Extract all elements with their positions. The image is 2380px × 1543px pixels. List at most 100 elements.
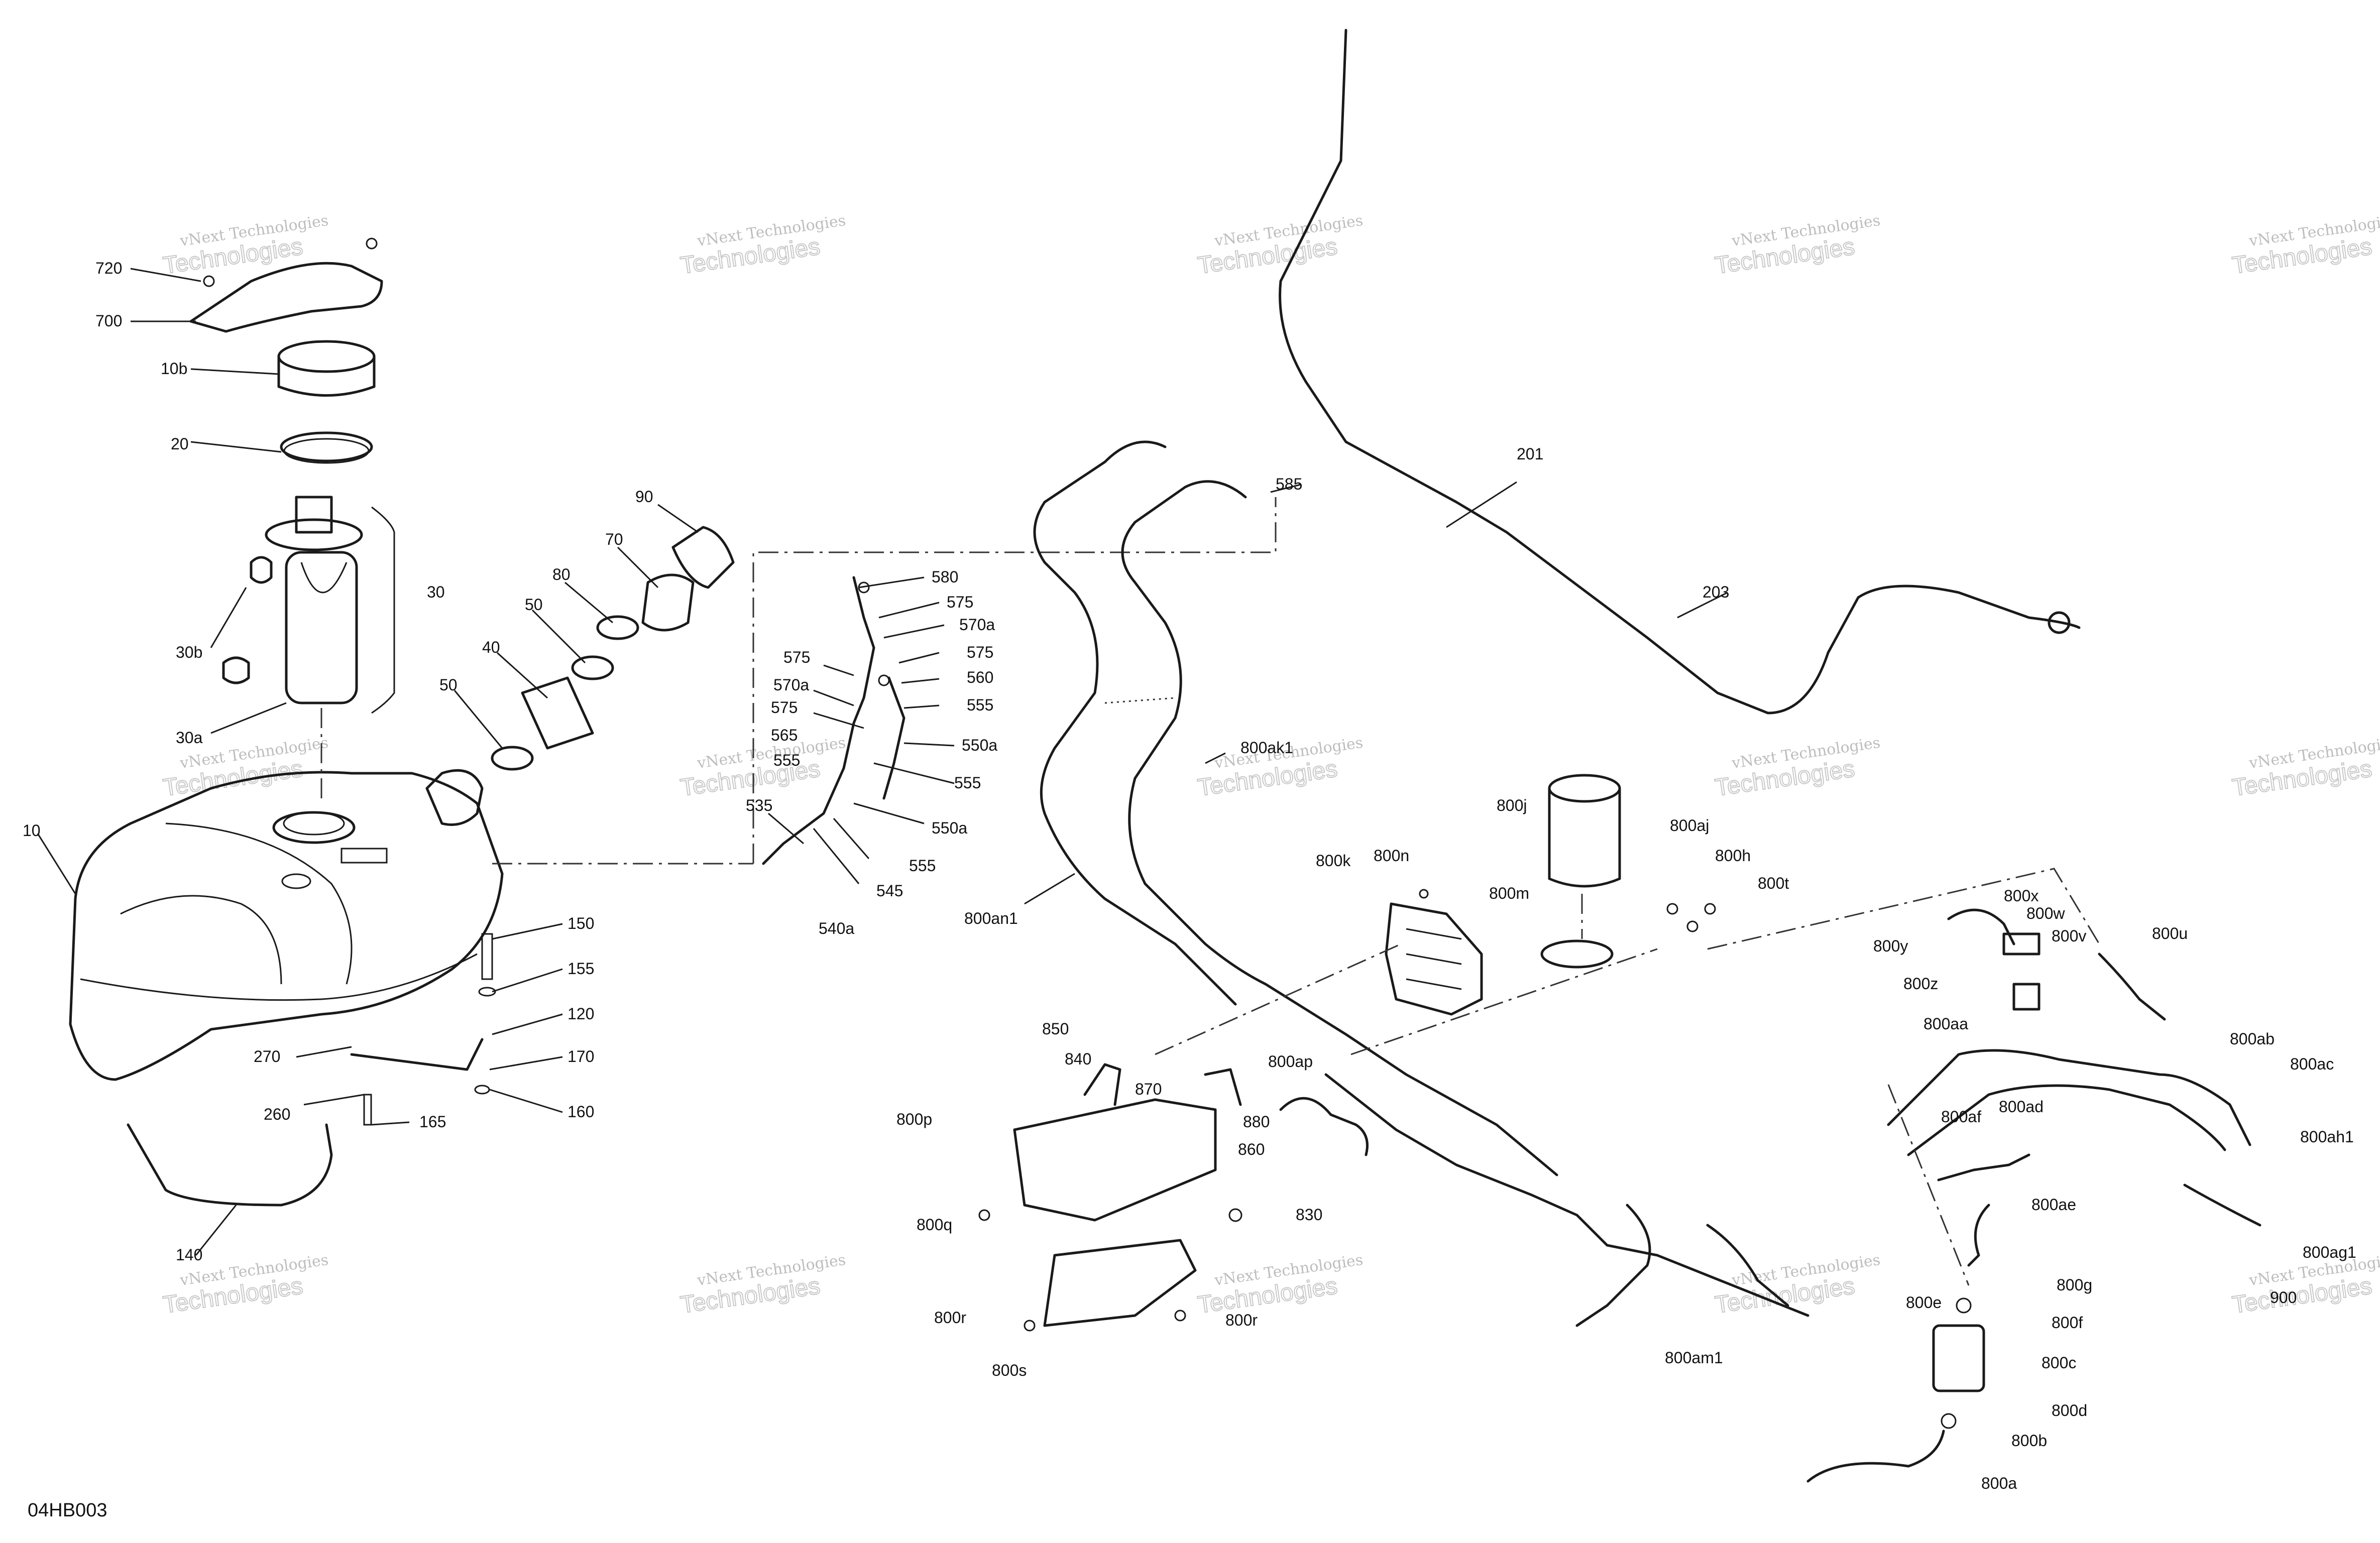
- lock-ring[interactable]: [277, 340, 376, 373]
- callout-585[interactable]: 585: [1276, 475, 1302, 493]
- hose-clamp[interactable]: [491, 746, 534, 771]
- callout-800ak1[interactable]: 800ak1: [1240, 739, 1293, 757]
- callout-170[interactable]: 170: [568, 1047, 594, 1065]
- callout-203[interactable]: 203: [1703, 583, 1729, 601]
- callout-540a[interactable]: 540a: [819, 919, 854, 937]
- callout-800e[interactable]: 800e: [1906, 1293, 1942, 1312]
- callout-800b[interactable]: 800b: [2011, 1432, 2047, 1450]
- callout-580[interactable]: 580: [932, 568, 958, 586]
- callout-800t[interactable]: 800t: [1758, 874, 1789, 892]
- fuel-line[interactable]: [2183, 1183, 2261, 1227]
- clip[interactable]: [1704, 903, 1716, 915]
- fuel-pump-flange[interactable]: [265, 518, 363, 551]
- callout-800r[interactable]: 800r: [1225, 1311, 1258, 1329]
- callout-800r[interactable]: 800r: [934, 1309, 966, 1327]
- fuel-line[interactable]: [1887, 1049, 2251, 1146]
- callout-270[interactable]: 270: [254, 1047, 280, 1065]
- callout-830[interactable]: 830: [1296, 1206, 1322, 1224]
- tank-strap[interactable]: [127, 1123, 333, 1207]
- callout-800ah1[interactable]: 800ah1: [2300, 1128, 2354, 1146]
- callout-800n[interactable]: 800n: [1374, 847, 1409, 865]
- evap-canister[interactable]: [1548, 774, 1621, 803]
- callout-50[interactable]: 50: [525, 596, 543, 614]
- callout-800s[interactable]: 800s: [992, 1361, 1027, 1379]
- callout-40[interactable]: 40: [482, 638, 500, 656]
- fuel-line[interactable]: [1907, 1084, 2226, 1156]
- fuel-filter[interactable]: [1932, 1324, 1985, 1392]
- filler-adapter[interactable]: [641, 573, 695, 632]
- callout-800ac[interactable]: 800ac: [2290, 1055, 2334, 1073]
- vent-hose[interactable]: [882, 676, 905, 800]
- clip[interactable]: [1686, 920, 1698, 932]
- callout-570a[interactable]: 570a: [959, 616, 995, 634]
- callout-860[interactable]: 860: [1238, 1140, 1265, 1158]
- hose-clamp[interactable]: [878, 674, 890, 686]
- bolt[interactable]: [481, 933, 493, 980]
- callout-555[interactable]: 555: [967, 696, 993, 714]
- evap-canister[interactable]: [1548, 787, 1621, 888]
- callout-800p[interactable]: 800p: [896, 1110, 932, 1128]
- screw[interactable]: [203, 275, 215, 287]
- callout-720[interactable]: 720: [95, 259, 122, 277]
- callout-800ap[interactable]: 800ap: [1268, 1052, 1313, 1071]
- callout-800an1[interactable]: 800an1: [964, 909, 1018, 927]
- fuel-line[interactable]: [1806, 1430, 1945, 1483]
- screw[interactable]: [1419, 889, 1429, 899]
- hose-clamp[interactable]: [571, 655, 614, 680]
- fuel-line[interactable]: [1575, 1204, 1651, 1327]
- callout-800z[interactable]: 800z: [1903, 975, 1938, 993]
- callout-800af[interactable]: 800af: [1941, 1108, 1981, 1126]
- callout-570a[interactable]: 570a: [773, 676, 809, 694]
- callout-535[interactable]: 535: [746, 796, 772, 814]
- callout-800ad[interactable]: 800ad: [1999, 1098, 2044, 1116]
- screw[interactable]: [1174, 1310, 1186, 1322]
- screw[interactable]: [1024, 1320, 1036, 1332]
- callout-90[interactable]: 90: [635, 488, 653, 506]
- callout-30a[interactable]: 30a: [176, 729, 203, 747]
- retaining-bracket[interactable]: [189, 262, 383, 333]
- fuel-cap[interactable]: [671, 526, 735, 589]
- filler-hose[interactable]: [521, 676, 594, 750]
- callout-800ab[interactable]: 800ab: [2230, 1030, 2275, 1048]
- connector-hose[interactable]: [1937, 1153, 2030, 1181]
- callout-575[interactable]: 575: [967, 643, 993, 661]
- callout-700[interactable]: 700: [95, 312, 122, 330]
- mount-bracket[interactable]: [1013, 1098, 1217, 1222]
- callout-70[interactable]: 70: [605, 530, 623, 548]
- callout-545[interactable]: 545: [876, 882, 903, 900]
- callout-575[interactable]: 575: [783, 648, 810, 666]
- fuel-line[interactable]: [1324, 1073, 1809, 1317]
- canister-strap[interactable]: [1540, 939, 1614, 969]
- callout-555[interactable]: 555: [954, 774, 981, 792]
- screw[interactable]: [978, 1209, 990, 1221]
- callout-800d[interactable]: 800d: [2052, 1401, 2087, 1419]
- callout-160[interactable]: 160: [568, 1103, 594, 1121]
- purge-valve[interactable]: [1385, 902, 1483, 1016]
- fuel-line[interactable]: [1967, 1204, 1990, 1267]
- callout-575[interactable]: 575: [771, 698, 798, 717]
- callout-840[interactable]: 840: [1065, 1050, 1091, 1068]
- connector-hose[interactable]: [2098, 953, 2166, 1021]
- strap-bracket[interactable]: [350, 1038, 484, 1071]
- fuel-tank[interactable]: [69, 771, 504, 1081]
- callout-800k[interactable]: 800k: [1316, 852, 1351, 870]
- callout-165[interactable]: 165: [419, 1113, 446, 1131]
- callout-880[interactable]: 880: [1243, 1113, 1270, 1131]
- hose-clamp[interactable]: [1956, 1297, 1972, 1314]
- callout-800aj[interactable]: 800aj: [1670, 816, 1709, 835]
- fuel-filter-sock[interactable]: [222, 656, 250, 684]
- callout-150[interactable]: 150: [568, 914, 594, 932]
- callout-800a[interactable]: 800a: [1981, 1474, 2017, 1492]
- callout-800q[interactable]: 800q: [917, 1216, 952, 1234]
- callout-555[interactable]: 555: [773, 751, 800, 769]
- callout-30[interactable]: 30: [427, 583, 445, 601]
- callout-800y[interactable]: 800y: [1873, 937, 1908, 955]
- callout-800j[interactable]: 800j: [1497, 796, 1527, 814]
- callout-20[interactable]: 20: [171, 435, 189, 453]
- callout-900[interactable]: 900: [2270, 1288, 2297, 1307]
- nut[interactable]: [1228, 1208, 1242, 1222]
- rollover-valve[interactable]: [2012, 983, 2041, 1011]
- nut[interactable]: [474, 1085, 490, 1095]
- callout-550a[interactable]: 550a: [932, 819, 967, 837]
- hose-clamp[interactable]: [1941, 1413, 1957, 1429]
